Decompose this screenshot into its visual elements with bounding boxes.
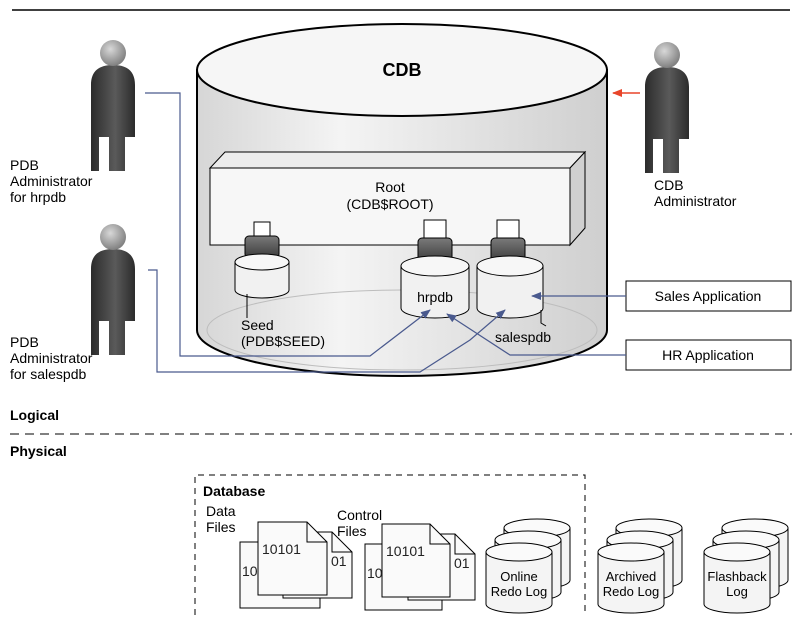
hr-admin-line2: Administrator bbox=[10, 173, 93, 189]
data-file-bits-front: 10101 bbox=[262, 541, 301, 557]
logical-label: Logical bbox=[10, 407, 59, 423]
control-files-line1: Control bbox=[337, 507, 382, 523]
hr-admin-line3: for hrpdb bbox=[10, 189, 66, 205]
salespdb-label: salespdb bbox=[495, 329, 551, 345]
cdb-admin: CDB Administrator bbox=[645, 42, 737, 209]
hr-admin-line1: PDB bbox=[10, 157, 39, 173]
person-icon bbox=[91, 224, 135, 355]
seed-label: Seed bbox=[241, 317, 274, 333]
archived-redo-log-icon: Archived Redo Log bbox=[597, 518, 683, 614]
sales-application-box: Sales Application bbox=[625, 280, 792, 312]
pdb-admin-hrpdb: PDB Administrator for hrpdb bbox=[10, 40, 135, 205]
connectors bbox=[145, 89, 640, 373]
root-label: Root bbox=[375, 179, 405, 195]
data-files-line2: Files bbox=[206, 519, 236, 535]
cdb-admin-line2: Administrator bbox=[654, 193, 737, 209]
person-icon bbox=[91, 40, 135, 171]
data-files-line1: Data bbox=[206, 503, 236, 519]
sales-admin-line3: for salespdb bbox=[10, 366, 86, 382]
flashback-line1: Flashback bbox=[707, 569, 767, 584]
seed-sublabel: (PDB$SEED) bbox=[241, 333, 325, 349]
data-files-icon: 10101 10 01 bbox=[239, 521, 353, 609]
hr-application-box: HR Application bbox=[625, 339, 792, 371]
flashback-line2: Log bbox=[726, 584, 748, 599]
seed-pdb: Seed (PDB$SEED) bbox=[234, 221, 325, 349]
hrpdb: hrpdb bbox=[400, 219, 470, 319]
online-redo-line2: Redo Log bbox=[491, 584, 547, 599]
data-file-bits-right: 01 bbox=[331, 553, 347, 569]
archived-redo-line2: Redo Log bbox=[603, 584, 659, 599]
control-files-icon: 10101 10 01 bbox=[364, 523, 476, 611]
control-file-bits-front: 10101 bbox=[386, 543, 425, 559]
hr-app-connector bbox=[446, 313, 626, 356]
hr-admin-connector bbox=[145, 92, 431, 357]
cdb-admin-line1: CDB bbox=[654, 177, 684, 193]
hrpdb-label: hrpdb bbox=[417, 289, 453, 305]
online-redo-log-icon: Online Redo Log bbox=[485, 518, 571, 614]
database-group: Database Data Files 10101 10 01 Control … bbox=[194, 474, 586, 615]
cdb-title: CDB bbox=[383, 60, 422, 80]
sales-admin-line1: PDB bbox=[10, 334, 39, 350]
salespdb: salespdb bbox=[476, 219, 551, 345]
hr-application-label: HR Application bbox=[662, 347, 754, 363]
data-file-bits-left: 10 bbox=[242, 563, 258, 579]
pdb-admin-salespdb: PDB Administrator for salespdb bbox=[10, 224, 135, 382]
person-icon bbox=[645, 42, 689, 173]
archived-redo-line1: Archived bbox=[606, 569, 657, 584]
physical-label: Physical bbox=[10, 443, 67, 459]
sales-application-label: Sales Application bbox=[655, 288, 762, 304]
root-sublabel: (CDB$ROOT) bbox=[346, 196, 433, 212]
database-title: Database bbox=[203, 483, 265, 499]
sales-admin-connector bbox=[148, 269, 506, 373]
root-container: Root (CDB$ROOT) bbox=[208, 150, 587, 247]
online-redo-line1: Online bbox=[500, 569, 538, 584]
control-file-bits-left: 10 bbox=[367, 565, 383, 581]
flashback-log-icon: Flashback Log bbox=[703, 518, 789, 614]
control-file-bits-right: 01 bbox=[454, 555, 470, 571]
sales-admin-line2: Administrator bbox=[10, 350, 93, 366]
control-files-line2: Files bbox=[337, 523, 367, 539]
